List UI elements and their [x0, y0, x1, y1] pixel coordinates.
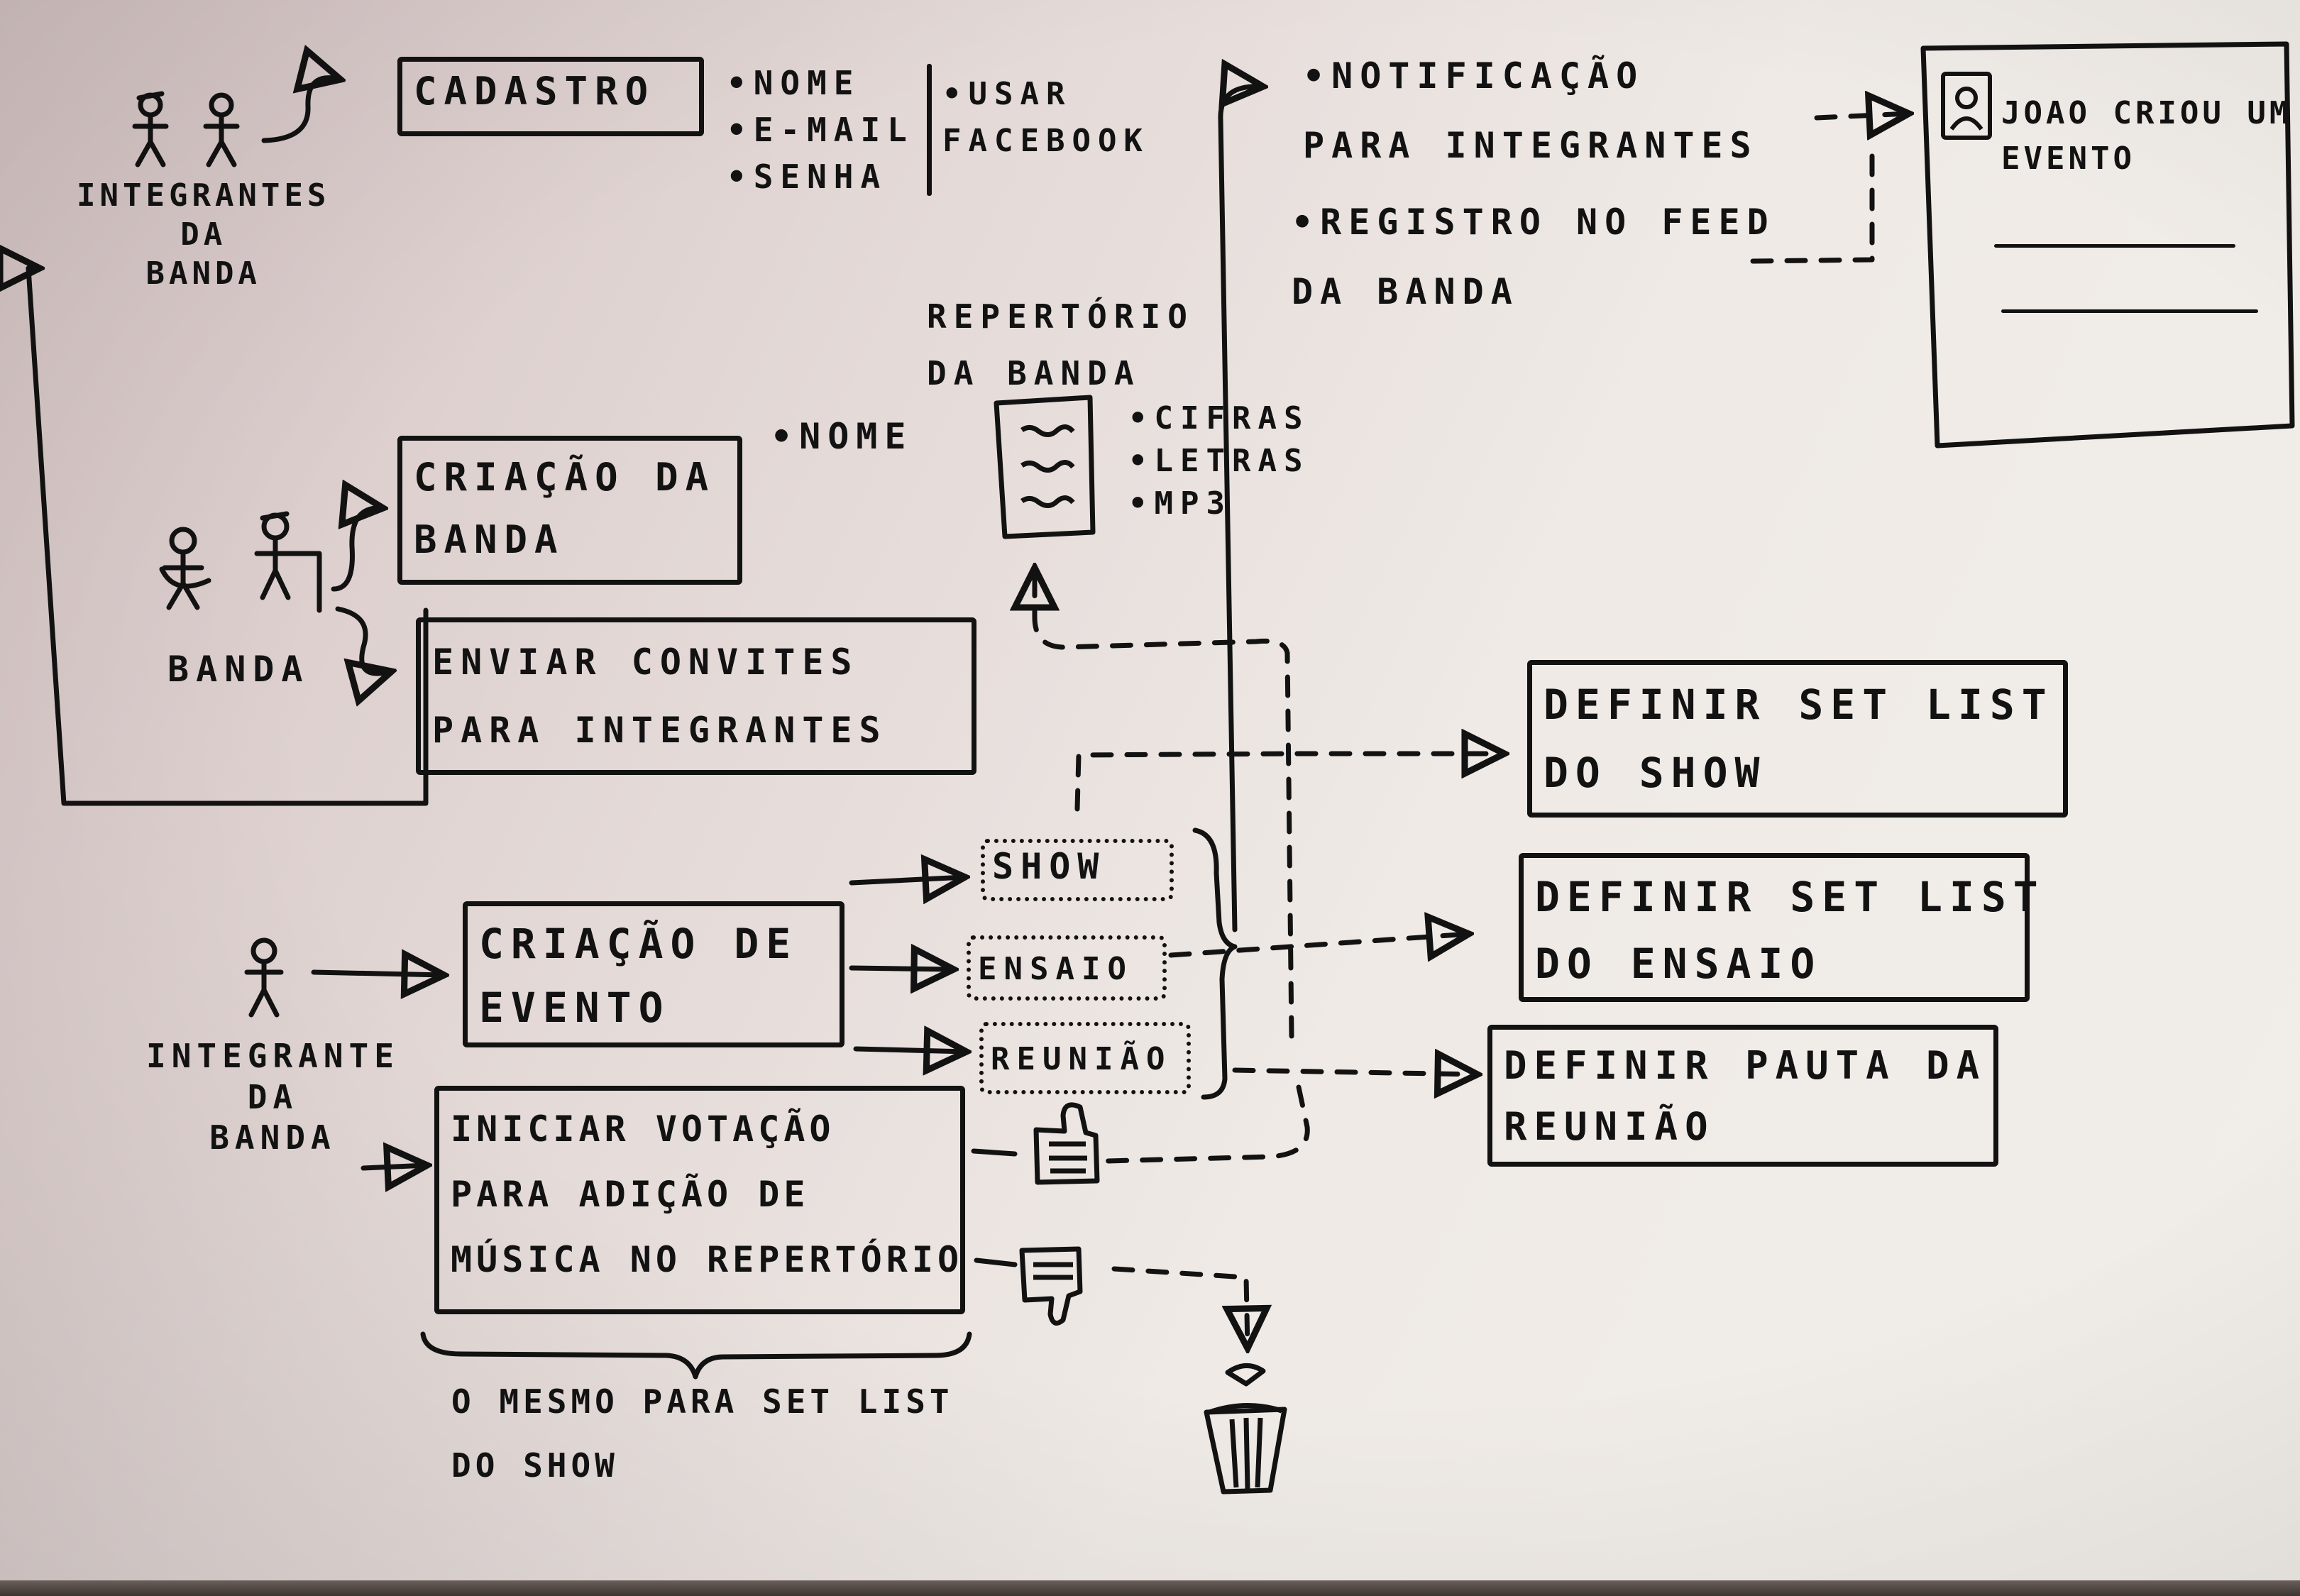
members-label: INTEGRANTES DA BANDA	[77, 177, 331, 292]
signup-label: CADASTRO	[414, 69, 656, 114]
document-icon	[994, 395, 1096, 539]
thumbs-down-icon	[1019, 1246, 1083, 1326]
event-type-show: SHOW	[981, 839, 1174, 901]
feed-card-text: JOAO CRIOU UM EVENTO	[2001, 95, 2292, 177]
signup-field: •SENHA	[727, 158, 888, 196]
feed-card-line	[1994, 244, 2235, 248]
voting-box: INICIAR VOTAÇÃO PARA ADIÇÃO DE MÚSICA NO…	[434, 1086, 965, 1314]
stick-figure-icon	[244, 937, 284, 1018]
meeting-agenda-box: DEFINIR PAUTA DA REUNIÃO	[1487, 1025, 1998, 1167]
feed-card	[1920, 41, 2295, 448]
trash-can-icon	[1204, 1363, 1287, 1495]
signup-fields: •NOME •E-MAIL •SENHA	[727, 60, 914, 200]
voting-note: O MESMO PARA SET LIST DO SHOW	[451, 1382, 954, 1485]
repertoire-label: REPERTÓRIO DA BANDA	[927, 297, 1194, 392]
thumbs-up-icon	[1033, 1102, 1100, 1185]
notification-item: •NOTIFICAÇÃO PARA INTEGRANTES	[1303, 55, 1759, 166]
board-edge	[0, 1580, 2300, 1596]
signup-alt: •USAR FACEBOOK	[942, 76, 1150, 159]
signup-divider	[927, 64, 932, 196]
event-type-meeting: REUNIÃO	[979, 1022, 1191, 1094]
event-creation-box: CRIAÇÃO DE EVENTO	[463, 901, 844, 1047]
show-setlist-box: DEFINIR SET LIST DO SHOW	[1527, 660, 2068, 818]
stick-figure-icon	[132, 91, 169, 167]
repertoire-items: •CIFRAS •LETRAS •MP3	[1128, 397, 1309, 525]
signup-field: •E-MAIL	[727, 111, 914, 149]
invites-box: ENVIAR CONVITES PARA INTEGRANTES	[416, 617, 976, 775]
event-type-rehearsal: ENSAIO	[967, 935, 1167, 1001]
feed-register-item: •REGISTRO NO FEED DA BANDA	[1292, 202, 1776, 312]
repertoire-item: •MP3	[1128, 485, 1232, 522]
band-creation-box: CRIAÇÃO DA BANDA	[397, 436, 742, 585]
repertoire-item: •CIFRAS	[1128, 400, 1310, 436]
stick-figure-icon	[254, 511, 322, 613]
avatar-icon	[1941, 72, 1992, 140]
signup-field: •NOME	[727, 64, 861, 102]
signup-box: CADASTRO	[397, 57, 704, 136]
feed-card-line	[2001, 309, 2258, 313]
repertoire-item: •LETRAS	[1128, 443, 1310, 479]
stick-figure-icon	[159, 527, 211, 610]
band-label: BANDA	[167, 649, 310, 690]
band-name-field: •NOME	[771, 416, 913, 457]
member-label: INTEGRANTE DA BANDA	[146, 1037, 400, 1157]
stick-figure-icon	[203, 92, 240, 167]
rehearsal-setlist-box: DEFINIR SET LIST DO ENSAIO	[1519, 853, 2038, 1002]
